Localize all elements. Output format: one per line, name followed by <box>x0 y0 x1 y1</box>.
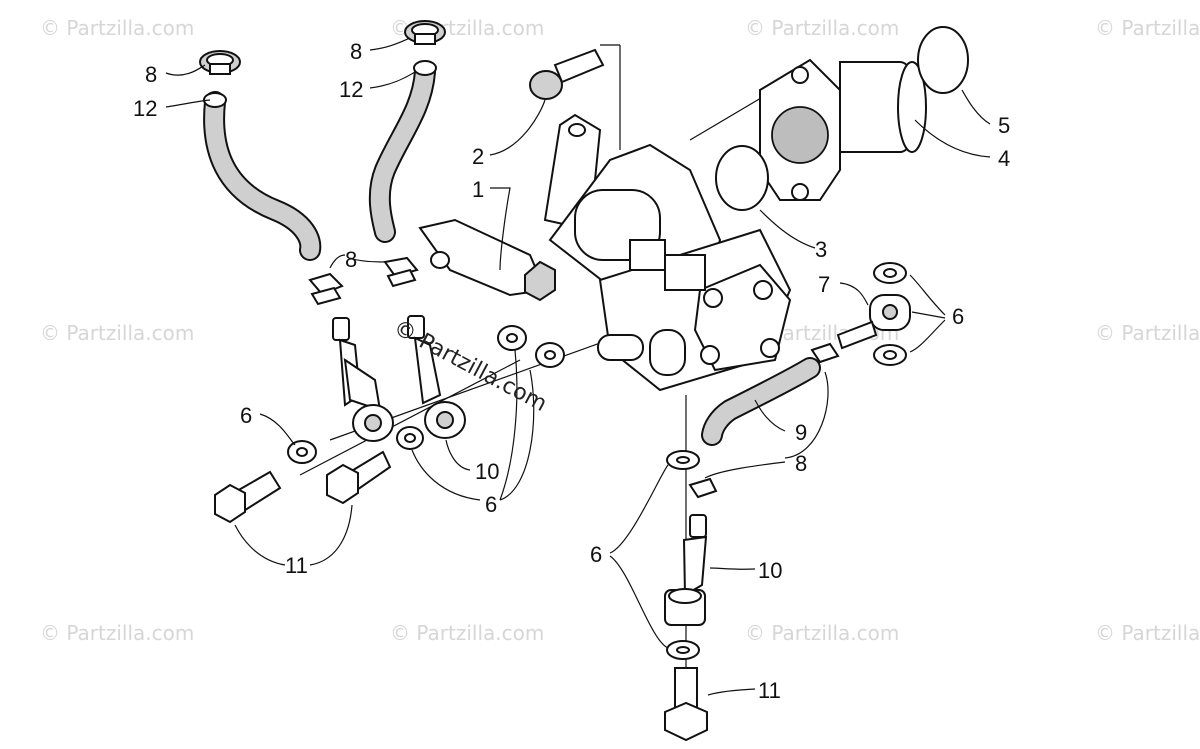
callout-label: 2 <box>472 144 484 169</box>
clamp-8-mid-left <box>308 272 344 306</box>
bracket-1 <box>418 113 602 297</box>
leader-lines <box>165 37 991 696</box>
watermark: © Partzilla.com <box>745 621 899 645</box>
banjo-fitting-10-bottom <box>664 514 708 626</box>
banjo-fitting-10-center <box>407 315 466 439</box>
watermark: © Partzilla.com <box>1095 321 1200 345</box>
o-ring-5 <box>917 26 969 94</box>
fitting-7 <box>836 294 911 350</box>
callout-label: 6 <box>485 492 497 517</box>
callout-label: 10 <box>758 558 782 583</box>
callout-label: 11 <box>758 678 781 703</box>
watermark: © Partzilla.com <box>1095 621 1200 645</box>
callout-label: 4 <box>998 146 1010 171</box>
callout-label: 1 <box>472 177 484 202</box>
watermark: © Partzilla.com <box>745 16 899 40</box>
bolt-11-left-a <box>214 470 282 524</box>
clamp-8-top-left <box>199 50 241 75</box>
hose-12-left <box>203 91 322 261</box>
center-watermark: © Partzilla.com <box>389 315 551 417</box>
clamp-8-top-center <box>404 20 446 45</box>
oil-pump-body <box>524 143 792 392</box>
hose-9 <box>688 342 840 499</box>
banjo-fitting-10-left <box>332 317 394 442</box>
callout-label: 10 <box>475 459 499 484</box>
bolt-2-top <box>529 48 605 100</box>
callout-label: 5 <box>998 113 1010 138</box>
callout-label: 6 <box>590 542 602 567</box>
callout-label: 9 <box>795 420 807 445</box>
clamp-8-mid-center <box>383 256 419 288</box>
callout-label: 8 <box>145 62 157 87</box>
washers-6 <box>287 262 907 660</box>
callout-labels: 8 12 8 12 2 1 5 4 3 7 6 8 6 10 6 11 9 8 … <box>133 39 1010 703</box>
callout-label: 12 <box>339 77 363 102</box>
callout-label: 8 <box>345 247 357 272</box>
callout-label: 6 <box>240 403 252 428</box>
pump-cover-4 <box>759 58 927 201</box>
assembly-axis-lines <box>299 44 801 710</box>
callout-label: 6 <box>952 304 964 329</box>
watermark: © Partzilla.com <box>390 621 544 645</box>
callout-label: 8 <box>350 39 362 64</box>
callout-label: 8 <box>795 451 807 476</box>
callout-label: 12 <box>133 96 157 121</box>
bolt-11-left-b <box>326 450 392 505</box>
hose-12-center <box>368 60 437 243</box>
callout-label: 11 <box>285 553 308 578</box>
bolt-11-bottom <box>664 667 708 742</box>
watermark: © Partzilla.com <box>40 16 194 40</box>
callout-label: 7 <box>818 272 830 297</box>
o-ring-3 <box>715 145 769 211</box>
watermark: © Partzilla.com <box>40 321 194 345</box>
callout-label: 3 <box>815 237 827 262</box>
watermark: © Partzilla.com <box>1095 16 1200 40</box>
watermark: © Partzilla.com <box>40 621 194 645</box>
